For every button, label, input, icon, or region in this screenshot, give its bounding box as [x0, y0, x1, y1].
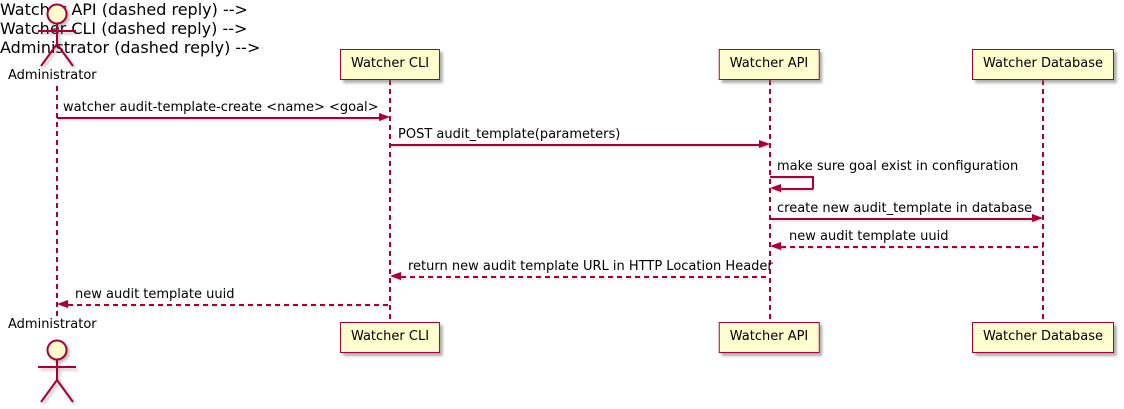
participant-box-watcher-api-top: Watcher API — [718, 49, 820, 80]
message-line-dashed — [401, 276, 770, 278]
participant-box-watcher-database-bottom: Watcher Database — [972, 322, 1114, 353]
arrowhead-right-icon — [759, 140, 770, 148]
lifeline-watcher-database — [1042, 80, 1044, 322]
arrowhead-left-icon — [390, 272, 401, 280]
message-label: watcher audit-template-create <name> <go… — [63, 100, 379, 115]
message-label: POST audit_template(parameters) — [398, 127, 621, 142]
arrowhead-left-icon — [770, 242, 781, 250]
participant-name: Watcher CLI — [350, 56, 430, 71]
participant-name: Watcher CLI — [350, 329, 430, 344]
participant-name: Watcher Database — [983, 56, 1103, 71]
participant-box-watcher-api-bottom: Watcher API — [718, 322, 820, 353]
message-line-dashed — [68, 304, 390, 306]
message-line — [57, 117, 380, 119]
self-loop-top-line — [770, 176, 813, 178]
arrowhead-right-icon — [1032, 214, 1043, 222]
participant-box-watcher-database-top: Watcher Database — [972, 49, 1114, 80]
participant-name: Watcher API — [729, 56, 809, 71]
message-line — [770, 218, 1033, 220]
administrator-label-top: Administrator — [8, 68, 97, 83]
participant-box-watcher-cli-top: Watcher CLI — [339, 49, 441, 80]
participant-box-watcher-cli-bottom: Watcher CLI — [339, 322, 441, 353]
message-label: create new audit_template in database — [777, 201, 1033, 216]
message-label: new audit template uuid — [75, 287, 235, 302]
arrowhead-right-icon — [379, 113, 390, 121]
lifeline-administrator — [56, 86, 58, 317]
self-loop-right-line — [812, 176, 814, 189]
arrowhead-left-icon — [57, 300, 68, 308]
administrator-actor-icon — [38, 339, 76, 403]
lifeline-watcher-api — [769, 80, 771, 322]
arrowhead-left-icon — [770, 184, 781, 192]
participant-name: Watcher Database — [983, 329, 1103, 344]
message-label: return new audit template URL in HTTP Lo… — [408, 259, 773, 274]
administrator-actor-icon — [38, 3, 76, 67]
administrator-label-bottom: Administrator — [8, 317, 97, 332]
message-label: new audit template uuid — [789, 229, 949, 244]
message-line-dashed — [781, 246, 1043, 248]
self-loop-bottom-line — [775, 188, 813, 190]
message-label: make sure goal exist in configuration — [777, 159, 1019, 174]
participant-name: Watcher API — [729, 329, 809, 344]
message-line — [390, 144, 760, 146]
lifeline-watcher-cli — [389, 80, 391, 322]
